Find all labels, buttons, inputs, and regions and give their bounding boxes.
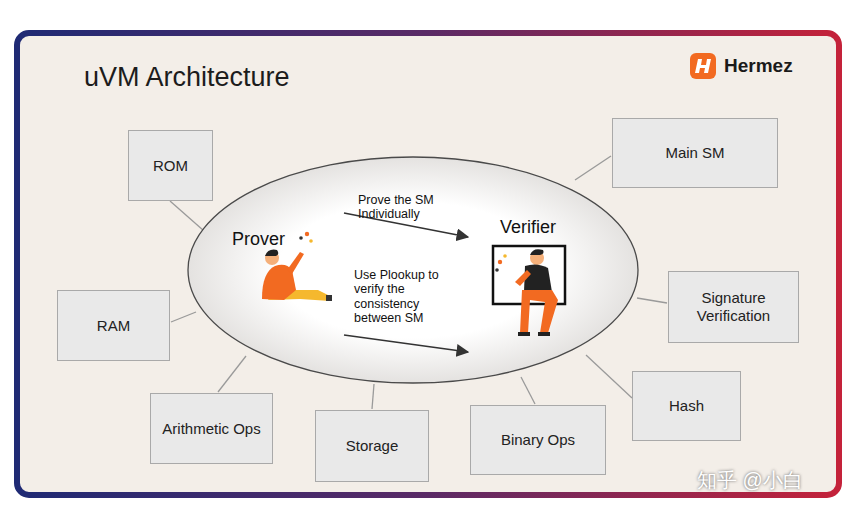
state-machine-box: Signature Verification <box>668 271 799 343</box>
leader-lines <box>170 156 667 409</box>
actor-label: Prover <box>225 205 344 345</box>
node-text: Signature Verification <box>675 289 792 325</box>
slide-frame <box>17 33 839 495</box>
node-text: ROM <box>153 157 188 175</box>
state-machine-box: Arithmetic Ops <box>150 393 273 464</box>
arrow-label: Use Plookup to verify the consistency be… <box>354 268 450 326</box>
flow-arrow <box>344 335 468 352</box>
node-text: Verifier <box>500 217 575 238</box>
uvm-ellipse <box>188 157 638 383</box>
logo-text: Hermez <box>724 55 793 77</box>
node-text: Arithmetic Ops <box>162 420 260 438</box>
node-text: Storage <box>346 437 399 455</box>
node-text: Main SM <box>665 144 724 162</box>
slide-title: uVM Architecture <box>84 62 290 93</box>
watermark: 知乎 @小白 <box>697 467 803 494</box>
node-text: Binary Ops <box>501 431 575 449</box>
node-text: Prover <box>232 229 344 250</box>
state-machine-box: RAM <box>57 290 170 361</box>
state-machine-box: Main SM <box>612 118 778 188</box>
node-text: RAM <box>97 317 130 335</box>
state-machine-box: Storage <box>315 410 429 482</box>
actor-label: Verifier <box>468 212 575 352</box>
verifier-figure <box>493 246 565 336</box>
logo-icon <box>690 53 716 79</box>
arrow-label: Prove the SM Individually <box>358 193 440 222</box>
state-machine-box: Hash <box>632 371 741 441</box>
node-text: Hash <box>669 397 704 415</box>
state-machine-box: Binary Ops <box>470 405 606 475</box>
state-machine-box: ROM <box>128 130 213 201</box>
